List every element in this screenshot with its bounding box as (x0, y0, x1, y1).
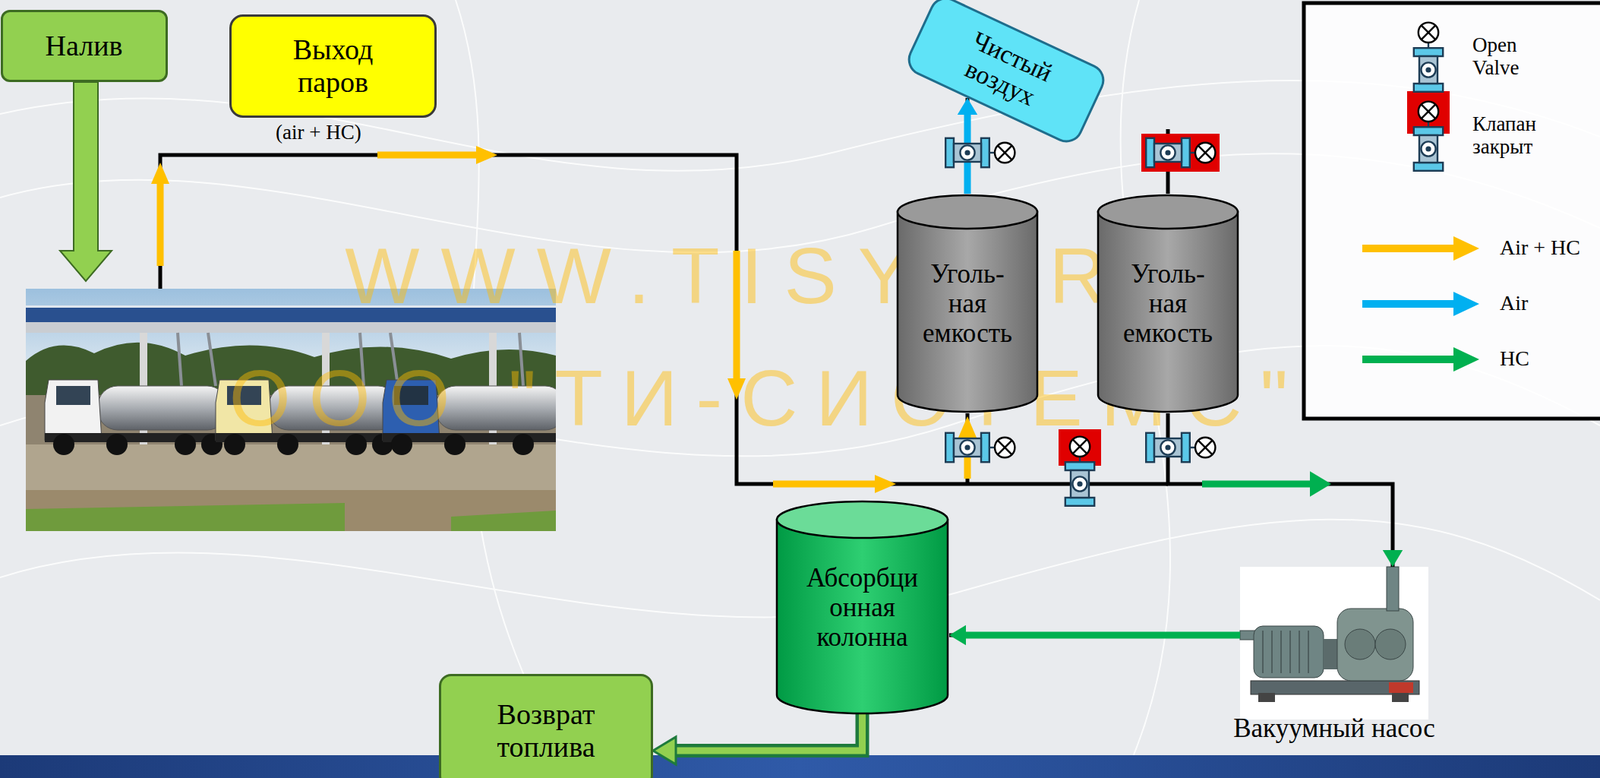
illustration-part (1362, 299, 1455, 308)
input-box: Налив (0, 9, 168, 83)
illustration-part (1258, 692, 1275, 702)
return-pipe (674, 711, 863, 751)
node-text: Налив (45, 29, 124, 63)
watermark: WWW.TISYS.RU (344, 232, 1206, 319)
clean-air-box: Чистый воздух (902, 0, 1110, 149)
illustration-part (44, 379, 102, 441)
cylinder-top (897, 195, 1038, 229)
illustration-part (1386, 566, 1399, 611)
illustration-part (53, 433, 75, 455)
node-text: Выход паров (261, 33, 406, 98)
arrowhead (949, 624, 966, 645)
illustration-part (1250, 680, 1420, 695)
node-text: Уголь- ная емкость (1114, 258, 1222, 349)
flow-arrow (1202, 480, 1312, 488)
closed-valve-symbol (1145, 138, 1215, 168)
illustration-part (1453, 347, 1480, 372)
illustration-part (1323, 638, 1338, 670)
return-box: Возврат топлива (438, 673, 654, 778)
legend-text: Клапан закрыт (1472, 112, 1568, 158)
illustration-part (1253, 625, 1324, 678)
legend-text: HC (1499, 346, 1530, 370)
pipe-connector (653, 711, 863, 764)
node-text: Чистый воздух (942, 19, 1070, 120)
illustration-part (1344, 628, 1376, 660)
illustration-part (1375, 628, 1406, 660)
open-valve-symbol (945, 138, 1015, 168)
illustration-part (56, 385, 91, 405)
illustration-part (1240, 630, 1256, 640)
pipe-connector (949, 624, 1241, 645)
fill-arrow (59, 82, 112, 281)
illustration-part (1303, 3, 1600, 419)
flow-arrow (964, 631, 1241, 639)
node-text: Абсорбци онная колонна (790, 562, 935, 653)
return-pipe (674, 711, 863, 751)
legend-text: Air (1499, 290, 1528, 315)
closed-valve-symbol (1065, 436, 1095, 506)
text-block: Возврат топлива (477, 697, 615, 763)
illustration-part (451, 510, 556, 531)
illustration-part (1262, 630, 1309, 673)
cylinder-top (776, 501, 948, 538)
node-text: Возврат топлива (477, 697, 615, 763)
illustration-part (1362, 244, 1455, 253)
carbon-vessel: Уголь- ная емкость (896, 193, 1039, 414)
illustration-part (1453, 291, 1480, 316)
pipe-line (949, 633, 1241, 638)
text-block: Уголь- ная емкость (1114, 258, 1222, 349)
carbon-vessel: Уголь- ная емкость (1096, 193, 1240, 414)
text-block: Вакуумный насос (1233, 713, 1436, 743)
text-block: Абсорбци онная колонна (790, 562, 935, 653)
flow-arrowhead (1309, 470, 1332, 497)
vapor-box: Выход паров (229, 14, 437, 118)
legend-text: Air + HC (1499, 235, 1581, 259)
illustration-part (157, 182, 165, 266)
text-block: Выход паров (261, 33, 406, 98)
illustration-part (773, 480, 877, 488)
node-text: Вакуумный насос (1233, 713, 1436, 743)
illustration-part (874, 474, 897, 493)
absorption-column: Абсорбци онная колонна (775, 499, 950, 715)
illustration-part (377, 151, 478, 159)
legend-text: Open Valve (1472, 33, 1558, 79)
illustration-part (1453, 236, 1480, 261)
illustration-part (25, 444, 556, 531)
cylinder-top (1098, 195, 1238, 229)
node-text: Уголь- ная емкость (914, 258, 1021, 349)
closed-mark (1141, 133, 1220, 172)
legend-valve-symbol (1413, 22, 1443, 92)
legend-valve-symbol (1413, 101, 1443, 171)
illustration-part (1337, 608, 1414, 681)
bottom-band (0, 754, 1600, 778)
vacuum-pump: Вакуумный насос (1240, 566, 1429, 720)
illustration-part (25, 502, 345, 531)
text-block: Чистый воздух (942, 19, 1070, 120)
text-block: Налив (15, 29, 153, 63)
pipe-label: (air + HC) (275, 121, 362, 145)
cylinder-body (897, 211, 1038, 412)
illustration-part (1240, 566, 1429, 720)
arrowhead (1382, 549, 1403, 567)
cylinder-body (1098, 211, 1238, 412)
illustration-part (97, 385, 228, 430)
illustration-part (151, 162, 170, 184)
illustration-part (1391, 692, 1409, 702)
text-block: Уголь- ная емкость (914, 258, 1021, 349)
illustration-part (25, 321, 556, 333)
arrowhead (653, 736, 676, 764)
illustration-part (1362, 355, 1455, 363)
illustration-part (174, 433, 196, 455)
legend-panel (1303, 3, 1600, 419)
vacuum-pump-picture (1240, 566, 1429, 720)
illustration-part (476, 145, 498, 165)
illustration-part (106, 433, 128, 455)
cylinder-body (776, 519, 948, 714)
illustration-part (1388, 681, 1414, 693)
